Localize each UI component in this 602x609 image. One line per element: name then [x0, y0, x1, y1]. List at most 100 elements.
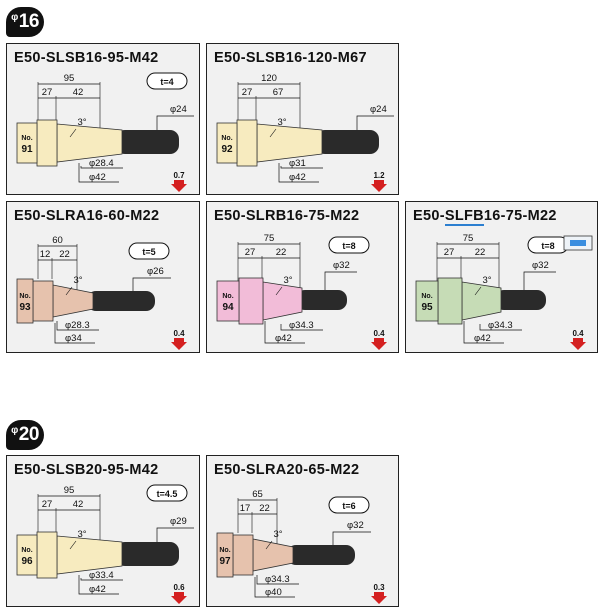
number-badge-label: No. [21, 135, 32, 142]
dimension-label: 12 [40, 249, 51, 260]
diameter-label: φ40 [265, 587, 282, 598]
diameter-label: φ32 [532, 260, 549, 271]
diameter-label: φ42 [275, 333, 292, 344]
dimension-label: 67 [273, 87, 284, 98]
diameter-label: φ33.4 [89, 570, 114, 581]
hub [216, 122, 238, 164]
thickness-pill [146, 72, 188, 90]
number-badge: 94 [222, 302, 234, 313]
dimension-line [269, 128, 277, 138]
diameter-label: φ34.3 [289, 320, 314, 331]
leader-line [132, 277, 171, 291]
thickness-pill [328, 496, 370, 514]
down-arrow-icon [371, 592, 387, 604]
number-badge: 93 [19, 302, 31, 313]
leader-line [56, 321, 99, 331]
hub [16, 122, 38, 164]
product-title: E50-SLSB16-120-M67 [214, 50, 367, 66]
leader-line [78, 163, 119, 183]
product-title: E50-SLFB16-75-M22 [413, 208, 557, 226]
down-arrow-icon [371, 338, 387, 350]
product-title: E50-SLRB16-75-M22 [214, 208, 360, 224]
down-arrow-icon [171, 592, 187, 604]
diameter-label: φ42 [289, 172, 306, 183]
shaft [495, 290, 546, 310]
down-arrow-icon [570, 338, 586, 350]
collar [36, 531, 58, 579]
angle-label: 3° [277, 117, 286, 128]
angle-label: 3° [77, 529, 86, 540]
dimension-label: 60 [52, 235, 63, 246]
taper-body [56, 535, 123, 575]
thickness-label: t=4.5 [157, 489, 178, 499]
angle-label: 3° [77, 117, 86, 128]
dimension-label: 95 [64, 485, 75, 496]
diameter-label: φ34 [65, 333, 82, 344]
leader-line [463, 321, 504, 344]
thickness-label: t=5 [142, 247, 155, 257]
diameter-label: φ24 [170, 104, 187, 115]
dimension-label: 22 [475, 247, 486, 258]
collar [236, 119, 258, 167]
leader-line [80, 166, 123, 169]
tool-thumbnail-icon [570, 240, 586, 246]
diameter-label: φ42 [89, 584, 106, 595]
dimension-label: 22 [276, 247, 287, 258]
weight-label: 1.2 [373, 171, 385, 180]
number-badge-label: No. [221, 135, 232, 142]
collar [36, 119, 58, 167]
diameter-label: φ42 [474, 333, 491, 344]
dimension-label: 22 [259, 503, 270, 514]
number-badge-label: No. [21, 547, 32, 554]
dimension-label: 27 [245, 247, 256, 258]
product-title: E50-SLSB20-95-M42 [14, 462, 159, 478]
taper-body [252, 538, 294, 572]
taper-body [56, 123, 123, 163]
diameter-label: φ34.3 [265, 574, 290, 585]
diameter-label: φ32 [333, 260, 350, 271]
number-badge: 97 [219, 556, 231, 567]
collar [238, 277, 264, 325]
taper-body [262, 281, 303, 321]
weight-label: 0.6 [173, 583, 185, 592]
number-badge-label: No. [19, 293, 30, 300]
number-badge-label: No. [222, 293, 233, 300]
leader-line [80, 578, 123, 581]
leader-line [78, 575, 119, 595]
diameter-label: φ28.4 [89, 158, 114, 169]
leader-line [324, 271, 357, 290]
dimension-label: 120 [261, 73, 277, 84]
diameter-label: φ32 [347, 520, 364, 531]
thickness-label: t=4 [160, 77, 173, 87]
angle-label: 3° [73, 275, 82, 286]
dimension-line [474, 286, 482, 296]
shaft [116, 542, 179, 566]
weight-label: 0.4 [173, 329, 185, 338]
dimension-label: 27 [242, 87, 253, 98]
thickness-pill [146, 484, 188, 502]
diameter-label: φ31 [289, 158, 306, 169]
weight-label: 0.7 [173, 171, 185, 180]
diameter-label: φ42 [89, 172, 106, 183]
collar [232, 534, 254, 576]
leader-line [479, 324, 522, 331]
weight-label: 0.4 [572, 329, 584, 338]
dimension-label: 27 [42, 499, 53, 510]
weight-label: 0.3 [373, 583, 385, 592]
hub [216, 532, 234, 578]
leader-line [280, 324, 323, 331]
angle-label: 3° [283, 275, 292, 286]
taper-body [52, 284, 94, 318]
diameter-label: φ26 [147, 266, 164, 277]
hub [16, 534, 38, 576]
number-badge: 92 [221, 144, 233, 155]
number-badge: 91 [21, 144, 33, 155]
thickness-label: t=8 [342, 241, 355, 251]
dimension-label: 42 [73, 499, 84, 510]
